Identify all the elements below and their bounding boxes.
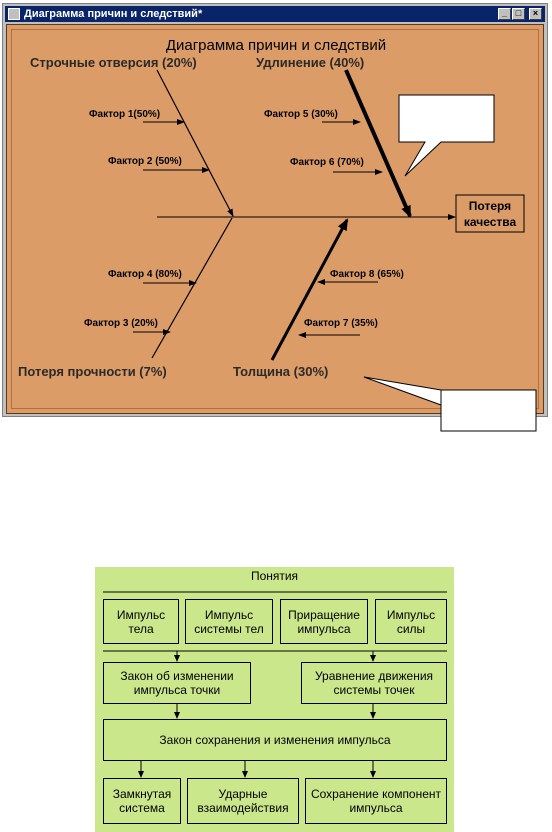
factor-8-label: Фактор 8 (65%) bbox=[330, 269, 404, 280]
factor-4-label: Фактор 4 (80%) bbox=[108, 269, 182, 280]
app-icon[interactable] bbox=[8, 8, 20, 20]
concept-label: Приращение импульса bbox=[288, 607, 360, 636]
bone-label-top-left: Строчные отверсия (20%) bbox=[30, 55, 197, 70]
factor-7-label: Фактор 7 (35%) bbox=[304, 318, 378, 329]
concept-box-body-momentum[interactable]: Импульс тела bbox=[103, 599, 179, 644]
concept-box-force-impulse[interactable]: Импульс силы bbox=[375, 599, 447, 644]
concept-box-momentum-components[interactable]: Сохранение компонент импульса bbox=[305, 778, 447, 824]
window-title: Диаграмма причин и следствий* bbox=[24, 8, 203, 20]
bone-label-top-right: Удлинение (40%) bbox=[256, 55, 364, 70]
concept-box-conservation-law[interactable]: Закон сохранения и изменения импульса bbox=[103, 719, 447, 761]
factor-6-label: Фактор 6 (70%) bbox=[290, 157, 364, 168]
title-bar[interactable]: Диаграмма причин и следствий* _ □ × bbox=[5, 6, 545, 22]
bone-label-bottom-right: Толщина (30%) bbox=[233, 364, 328, 379]
close-button[interactable]: × bbox=[529, 8, 542, 20]
concept-box-impacts[interactable]: Ударные взаимодействия bbox=[187, 778, 299, 824]
bone-label-bottom-left: Потеря прочности (7%) bbox=[18, 364, 167, 379]
concept-box-closed-system[interactable]: Замкнутая система bbox=[103, 778, 181, 824]
bone-bottom-right bbox=[270, 218, 349, 361]
maximize-button[interactable]: □ bbox=[512, 8, 525, 20]
concept-box-system-momentum[interactable]: Импульс системы тел bbox=[185, 599, 273, 644]
concept-label: Импульс тела bbox=[116, 607, 166, 636]
concept-label: Сохранение компонент импульса bbox=[310, 787, 442, 815]
effect-label-line1: Потеря bbox=[469, 199, 511, 213]
fishbone-diagram: Диаграмма причин и следствий Потеря каче… bbox=[18, 37, 537, 432]
diagram-title: Диаграмма причин и следствий bbox=[166, 37, 386, 54]
factor-2-label: Фактор 2 (50%) bbox=[108, 156, 182, 167]
concept-label: Ударные взаимодействия bbox=[197, 787, 289, 815]
factor-5-label: Фактор 5 (30%) bbox=[264, 109, 338, 120]
bone-top-left bbox=[156, 69, 234, 217]
minimize-button[interactable]: _ bbox=[498, 8, 511, 20]
concept-label: Импульс системы тел bbox=[194, 607, 264, 636]
concept-label: Закон об изменении импульса точки bbox=[120, 669, 234, 697]
concept-box-momentum-increment[interactable]: Приращение импульса bbox=[280, 599, 368, 644]
factor-3-label: Фактор 3 (20%) bbox=[84, 318, 158, 329]
callout-top[interactable] bbox=[398, 94, 495, 177]
concept-label: Уравнение движения системы точек bbox=[314, 669, 434, 697]
bone-top-right bbox=[344, 69, 412, 218]
callout-bottom[interactable] bbox=[363, 376, 537, 432]
effect-box[interactable] bbox=[455, 194, 525, 233]
concepts-connectors bbox=[103, 591, 447, 778]
concept-label: Замкнутая система bbox=[112, 787, 172, 815]
concept-label: Закон сохранения и изменения импульса bbox=[159, 733, 391, 747]
concept-box-law-point[interactable]: Закон об изменении импульса точки bbox=[103, 662, 251, 704]
factor-1-label: Фактор 1(50%) bbox=[89, 109, 160, 120]
concepts-diagram: Понятия Импульс тела Импульс системы тел… bbox=[95, 567, 454, 832]
concept-label: Импульс силы bbox=[386, 607, 436, 636]
concept-box-motion-equation[interactable]: Уравнение движения системы точек bbox=[301, 662, 447, 704]
bone-bottom-left bbox=[151, 217, 233, 359]
effect-label-line2: качества bbox=[464, 215, 517, 229]
concepts-title: Понятия bbox=[250, 569, 299, 583]
